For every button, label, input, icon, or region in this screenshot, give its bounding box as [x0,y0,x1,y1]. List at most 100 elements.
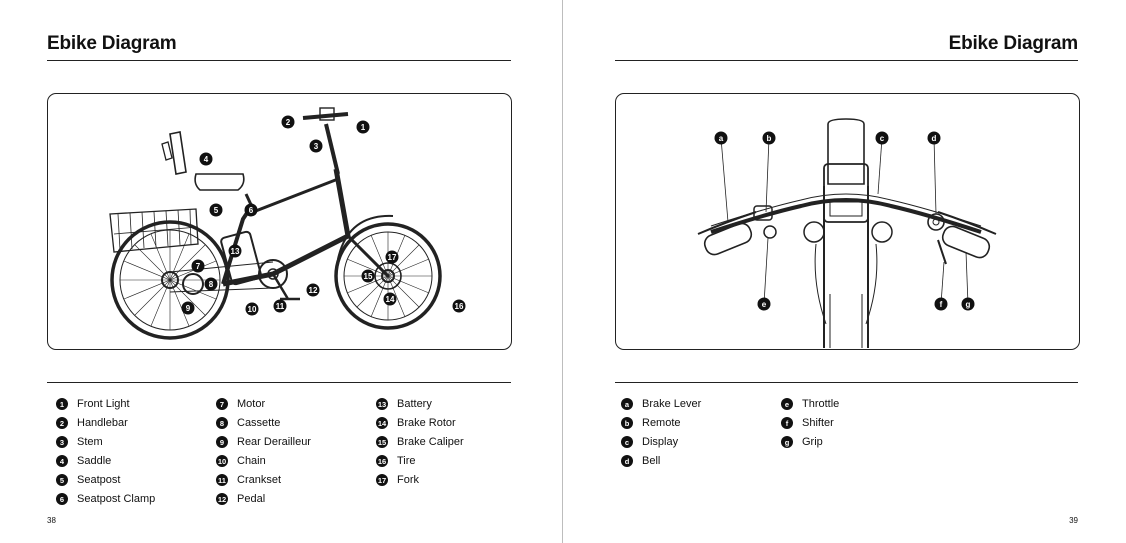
ebike-side-view-illustration: 1 2 3 4 5 6 7 8 9 10 11 12 13 14 15 16 1… [109,107,466,340]
page-number: 39 [1069,516,1078,525]
callout-g: g [961,297,975,311]
svg-text:7: 7 [196,262,201,271]
callout-6: 6 [244,203,258,217]
legend-letter: g [781,436,793,448]
legend-letter: d [621,455,633,467]
svg-text:11: 11 [276,302,285,311]
legend-label: Battery [397,398,432,410]
svg-text:8: 8 [209,280,214,289]
svg-text:14: 14 [386,295,395,304]
svg-text:15: 15 [364,272,373,281]
legend-item: 8 Cassette [216,417,280,429]
legend-label: Motor [237,398,266,410]
callout-1: 1 [356,120,370,134]
callout-b: b [762,131,776,145]
legend-label: Bell [642,455,661,467]
legend-label: Fork [397,474,419,486]
legend-label: Brake Lever [642,398,702,410]
handlebar-view-panel: a b c d e f g [615,93,1080,350]
legend-item: 12 Pedal [216,493,265,505]
legend-number: 7 [216,398,228,410]
ebike-side-view-panel: 1 2 3 4 5 6 7 8 9 10 11 12 13 14 15 16 1… [47,93,512,350]
callout-14: 14 [383,292,397,306]
svg-text:6: 6 [249,206,254,215]
callout-11: 11 [273,299,287,313]
legend-label: Grip [802,436,823,448]
legend-label: Shifter [802,417,834,429]
svg-text:10: 10 [248,305,257,314]
legend-letter: b [621,417,633,429]
svg-text:d: d [932,134,937,143]
svg-text:a: a [719,134,724,143]
svg-text:1: 1 [361,123,366,132]
handlebar-illustration: a b c d e f g [697,118,997,348]
svg-text:12: 12 [309,286,318,295]
legend-item: 13 Battery [376,398,432,410]
legend-item: 5 Seatpost [56,474,120,486]
callout-f: f [934,297,948,311]
callout-2: 2 [281,115,295,129]
page-title: Ebike Diagram [47,33,177,54]
svg-text:g: g [966,300,971,309]
callout-e: e [757,297,771,311]
legend-label: Pedal [237,493,266,505]
callout-d: d [927,131,941,145]
book-spine-divider [562,0,563,543]
callout-9: 9 [181,301,195,315]
legend-label: Stem [77,436,103,448]
legend-label: Remote [642,417,681,429]
svg-text:b: b [767,134,772,143]
legend-label: Handlebar [77,417,128,429]
legend-item: b Remote [621,417,681,429]
legend-number: 4 [56,455,68,467]
left-page: Ebike Diagram [47,33,512,525]
callout-5: 5 [209,203,223,217]
legend-item: 7 Motor [216,398,265,410]
legend-number: 12 [216,493,228,505]
legend-label: Seatpost Clamp [77,493,156,505]
legend-number: 16 [376,455,388,467]
callout-10: 10 [245,302,259,316]
title-divider [615,60,1078,61]
callout-3: 3 [309,139,323,153]
legend-label: Front Light [77,398,130,410]
legend-number: 8 [216,417,228,429]
legend-label: Display [642,436,679,448]
page-title: Ebike Diagram [948,33,1079,54]
callout-16: 16 [452,299,466,313]
svg-text:4: 4 [204,155,209,164]
legend-number: 17 [376,474,388,486]
legend-number: 13 [376,398,388,410]
svg-text:c: c [880,134,885,143]
legend-item: 15 Brake Caliper [376,436,464,448]
title-divider [47,60,511,61]
legend-label: Seatpost [77,474,121,486]
legend-label: Brake Caliper [397,436,464,448]
legend-number: 5 [56,474,68,486]
callout-12: 12 [306,283,320,297]
callout-c: c [875,131,889,145]
legend-number: 15 [376,436,388,448]
callout-8: 8 [204,277,218,291]
callout-7: 7 [191,259,205,273]
page-number: 38 [47,516,56,525]
legend-number: 10 [216,455,228,467]
svg-text:13: 13 [231,247,240,256]
callout-a: a [714,131,728,145]
legend-label: Rear Derailleur [237,436,311,448]
svg-text:3: 3 [314,142,319,151]
legend-divider [615,382,1078,383]
legend-divider [47,382,511,383]
legend-label: Cassette [237,417,281,429]
